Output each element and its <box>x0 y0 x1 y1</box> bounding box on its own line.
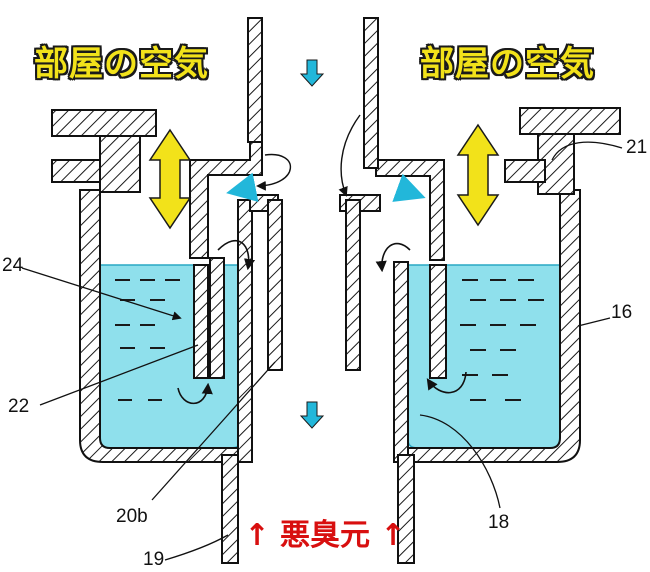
leader-18 <box>419 414 501 509</box>
right-curved-arrow-stem <box>338 114 361 197</box>
left-inner-baffle <box>209 257 225 379</box>
left-top-pipe <box>247 17 263 143</box>
left-flow-arrow <box>226 172 259 203</box>
right-trap-unit <box>338 17 621 564</box>
left-yellow-updown-arrow <box>148 128 192 230</box>
left-dip-tube-22 <box>193 264 209 379</box>
right-outlet-pipe <box>397 454 415 564</box>
room-air-label-left: 部屋の空気 <box>34 44 209 84</box>
right-water-dashes <box>460 279 544 401</box>
leader-19 <box>164 534 229 561</box>
left-trap-unit <box>51 17 292 564</box>
leader-21 <box>551 141 623 161</box>
center-down-arrow-top <box>299 59 325 87</box>
left-bell-housing <box>189 139 263 259</box>
leader-lines <box>21 141 623 561</box>
leader-16 <box>577 317 611 327</box>
left-curved-arrow-top <box>217 239 256 271</box>
right-top-pipe <box>363 17 379 169</box>
right-curved-arrow-top <box>375 242 411 273</box>
callout-16: 16 <box>611 302 633 323</box>
callout-22: 22 <box>8 396 30 417</box>
left-outlet-pipe <box>221 454 239 564</box>
right-flow-arrow <box>392 173 426 202</box>
left-cap-thread <box>99 135 141 193</box>
left-curved-arrow-stem <box>256 153 292 191</box>
leader-24 <box>21 267 182 321</box>
leader-20b <box>151 361 276 501</box>
right-inner-wall <box>393 261 409 463</box>
left-lower-stem <box>267 199 283 371</box>
callout-21: 21 <box>626 137 648 158</box>
room-air-label-right: 部屋の空気 <box>420 44 595 84</box>
callout-18: 18 <box>488 512 510 533</box>
center-down-arrow-bottom <box>299 401 325 429</box>
right-lower-stem <box>345 199 361 371</box>
left-cap-flange <box>51 159 101 183</box>
right-cap-top <box>519 107 621 135</box>
right-cap-flange <box>504 159 546 183</box>
left-cap-top <box>51 109 157 137</box>
left-inner-wall <box>237 199 253 463</box>
left-curved-arrow-bottom <box>177 382 213 405</box>
leader-22 <box>39 344 199 406</box>
left-water-dashes <box>115 279 180 401</box>
right-curved-arrow-bottom <box>426 371 467 394</box>
odor-source-label: ↑ 悪臭元 ↑ <box>244 518 406 553</box>
callout-24: 24 <box>2 255 24 276</box>
right-yellow-updown-arrow <box>456 123 500 227</box>
callout-20b: 20b <box>116 506 148 527</box>
callout-19: 19 <box>143 549 165 570</box>
right-dip-tube <box>429 264 447 379</box>
